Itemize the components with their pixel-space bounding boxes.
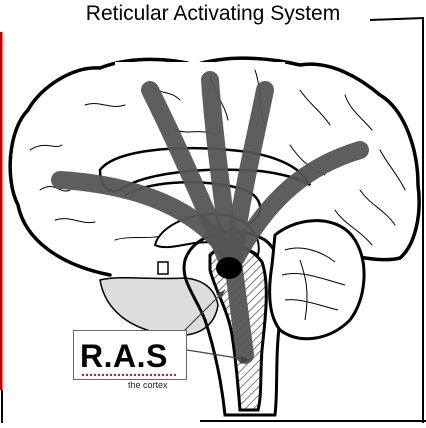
cortex-caption: the cortex [128, 378, 208, 392]
left-red-border [0, 32, 3, 390]
top-mask [115, 62, 285, 80]
diagram-title: Reticular Activating System [0, 0, 426, 28]
ras-core [216, 257, 242, 279]
cerebellum [270, 221, 364, 339]
spellcheck-underline [82, 371, 176, 376]
ras-label: R.A.S [80, 336, 180, 376]
pituitary [158, 262, 168, 274]
